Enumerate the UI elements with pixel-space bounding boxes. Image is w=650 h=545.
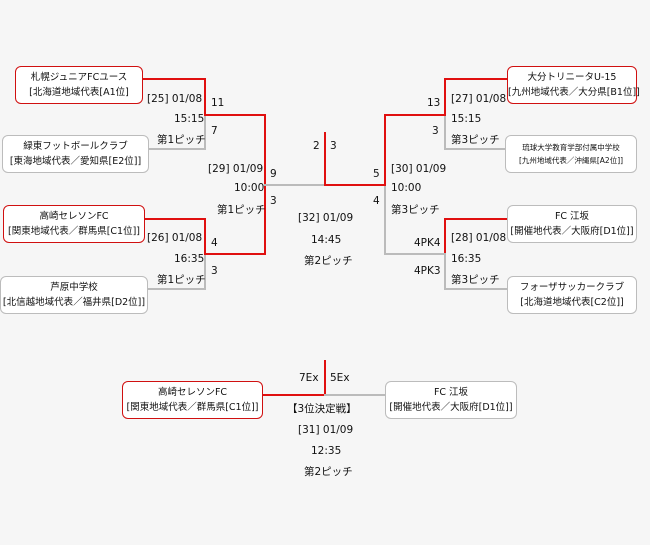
match-id-31: [31] 01/09 (298, 424, 354, 436)
team-box-ashihara: 芦原中学校 [北信越地域代表／福井県[D2位]] (0, 276, 148, 314)
team-region: [北海道地域代表[C2位]] (520, 297, 624, 308)
match-time-28: 16:35 (451, 253, 482, 265)
match-id-30: [30] 01/09 (391, 163, 447, 175)
line-m26-to-m29 (204, 184, 266, 255)
third-place-label: 【3位決定戦】 (287, 403, 357, 415)
third-score-left: 7Ex (299, 372, 319, 384)
team-name: FC 江坂 (554, 211, 590, 222)
team-region: [北信越地域代表／福井県[D2位]] (2, 297, 146, 308)
match-id-28: [28] 01/08 (451, 232, 507, 244)
team-box-takasaki: 高崎セレソンFC [関東地域代表／群馬県[C1位]] (3, 205, 145, 243)
score-ryukyu: 3 (432, 125, 439, 137)
score-koe: 4PK4 (414, 237, 441, 249)
team-box-ryukyu: 琉球大学教育学部付属中学校 [九州地域代表／沖縄県[A2位]] (505, 135, 637, 173)
team-name: フォーザサッカークラブ (519, 282, 625, 293)
team-region: [開催地代表／大阪府[D1位]] (510, 226, 634, 237)
match-id-25: [25] 01/08 (147, 93, 203, 105)
team-name: 琉球大学教育学部付属中学校 (522, 143, 620, 152)
match-id-26: [26] 01/08 (147, 232, 203, 244)
line-oita-winner (444, 78, 508, 116)
line-ryokuto (148, 114, 206, 150)
line-koe-winner (444, 218, 508, 255)
team-box-koe-third: FC 江坂 [開催地代表／大阪府[D1位]] (385, 381, 517, 419)
match-time-31: 12:35 (311, 445, 342, 457)
line-takasaki-winner (144, 218, 206, 255)
line-forza (444, 253, 508, 290)
team-box-forza: フォーザサッカークラブ [北海道地域代表[C2位]] (507, 276, 637, 314)
score-m29-bottom: 3 (270, 195, 277, 207)
match-pitch-26: 第1ピッチ (157, 274, 206, 286)
match-time-30: 10:00 (391, 182, 422, 194)
line-sapporo-winner (142, 78, 206, 116)
line-ryukyu (444, 114, 506, 150)
match-pitch-29: 第1ピッチ (217, 204, 266, 216)
team-name: FC 江坂 (433, 387, 469, 398)
team-region: [九州地域代表／沖縄県[A2位]] (518, 156, 624, 165)
team-name: 大分トリニータU-15 (527, 72, 617, 83)
match-pitch-31: 第2ピッチ (304, 466, 353, 478)
score-m30-bottom: 4 (373, 195, 380, 207)
line-ashihara (147, 253, 206, 290)
team-region: [開催地代表／大阪府[D1位]] (389, 402, 513, 413)
score-m29-top: 9 (270, 168, 277, 180)
score-sapporo: 11 (211, 97, 225, 109)
team-region: [九州地域代表／大分県[B1位]] (508, 87, 640, 98)
final-score-left: 2 (313, 140, 320, 152)
match-pitch-32: 第2ピッチ (304, 255, 353, 267)
match-id-27: [27] 01/08 (451, 93, 507, 105)
team-region: [関東地域代表／群馬県[C1位]] (7, 226, 140, 237)
score-forza: 4PK3 (414, 265, 441, 277)
team-box-oita: 大分トリニータU-15 [九州地域代表／大分県[B1位]] (507, 66, 640, 104)
team-box-ryokuto: 緑東フットボールクラブ [東海地域代表／愛知県[E2位]] (2, 135, 149, 173)
score-ryokuto: 7 (211, 125, 218, 137)
line-m27-to-m30 (384, 114, 446, 186)
team-region: [関東地域代表／群馬県[C1位]] (126, 402, 259, 413)
team-name: 緑東フットボールクラブ (23, 141, 128, 152)
match-pitch-25: 第1ピッチ (157, 134, 206, 146)
team-box-koe: FC 江坂 [開催地代表／大阪府[D1位]] (507, 205, 637, 243)
third-score-right: 5Ex (330, 372, 350, 384)
match-time-26: 16:35 (174, 253, 205, 265)
match-time-29: 10:00 (234, 182, 265, 194)
score-m30-top: 5 (373, 168, 380, 180)
score-takasaki: 4 (211, 237, 218, 249)
match-time-32: 14:45 (311, 234, 342, 246)
score-oita: 13 (427, 97, 441, 109)
team-box-sapporo: 札幌ジュニアFCユース [北海道地域代表[A1位] (15, 66, 143, 104)
match-pitch-30: 第3ピッチ (391, 204, 440, 216)
line-m25-to-m29 (204, 114, 266, 186)
score-ashihara: 3 (211, 265, 218, 277)
match-id-32: [32] 01/09 (298, 212, 354, 224)
team-name: 高崎セレソンFC (39, 211, 109, 222)
team-name: 札幌ジュニアFCユース (30, 72, 128, 83)
team-region: [東海地域代表／愛知県[E2位]] (9, 156, 142, 167)
match-pitch-27: 第3ピッチ (451, 134, 500, 146)
match-time-27: 15:15 (451, 113, 482, 125)
team-name: 芦原中学校 (50, 282, 98, 293)
match-time-25: 15:15 (174, 113, 205, 125)
team-name: 高崎セレソンFC (157, 387, 228, 398)
team-region: [北海道地域代表[A1位] (29, 87, 129, 98)
match-pitch-28: 第3ピッチ (451, 274, 500, 286)
match-id-29: [29] 01/09 (208, 163, 264, 175)
team-box-takasaki-third: 高崎セレソンFC [関東地域代表／群馬県[C1位]] (122, 381, 263, 419)
line-m28-to-m30 (384, 184, 446, 255)
final-score-right: 3 (330, 140, 337, 152)
